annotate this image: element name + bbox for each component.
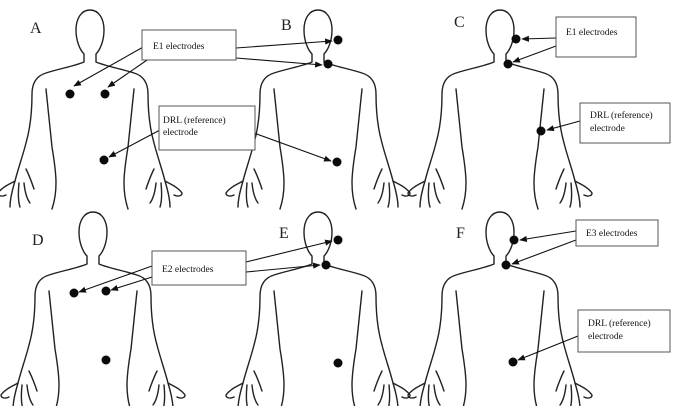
- panel-label-b: B: [281, 17, 292, 34]
- panel-label-e: E: [279, 225, 289, 242]
- callout-drl-c-line1: DRL (reference): [590, 110, 653, 121]
- arrow-e1-to-a-left: [74, 46, 145, 86]
- callout-drl-f-line1: DRL (reference): [588, 318, 651, 329]
- arrow-e1c-lower: [513, 46, 556, 62]
- arrow-e3-lower: [512, 240, 576, 264]
- arrow-e1-to-a-right: [108, 58, 150, 87]
- arrow-e1-to-b-upper: [236, 41, 332, 48]
- panel-label-f: F: [456, 225, 465, 242]
- arrow-e1-to-b-lower: [236, 58, 322, 65]
- callout-e1-c-text: E1 electrodes: [566, 28, 618, 38]
- electrode-a-right-chest: [101, 90, 110, 99]
- arrow-drl-to-b: [254, 133, 331, 161]
- callout-drl-c-line2: electrode: [590, 124, 625, 134]
- arrow-e2-to-e-upper: [246, 241, 332, 262]
- electrode-f-neck-upper: [510, 236, 519, 245]
- electrode-a-left-chest: [66, 90, 75, 99]
- electrode-c-drl: [537, 127, 546, 136]
- electrode-d-drl: [102, 356, 111, 365]
- panel-label-c: C: [454, 14, 465, 31]
- callout-e3: E3 electrodes: [576, 220, 658, 246]
- electrode-a-drl: [100, 156, 109, 165]
- electrode-b-drl: [333, 158, 342, 167]
- electrode-e-drl: [334, 359, 343, 368]
- panel-label-a: A: [30, 20, 42, 37]
- panel-label-d: D: [32, 232, 44, 249]
- electrode-e-neck-lower: [322, 261, 331, 270]
- callout-e1-top: E1 electrodes: [142, 30, 236, 60]
- callout-drl-a-line2: electrode: [163, 128, 198, 138]
- callout-e3-text: E3 electrodes: [586, 229, 638, 239]
- electrode-d-right-shoulder: [102, 287, 111, 296]
- arrow-drl-c: [547, 121, 580, 130]
- electrode-d-left-shoulder: [70, 289, 79, 298]
- callout-e2: E2 electrodes: [152, 251, 246, 285]
- electrode-f-neck-lower: [502, 261, 511, 270]
- callout-e1-c: E1 electrodes: [556, 17, 636, 57]
- figure-e: [226, 212, 410, 406]
- electrode-b-neck-lower: [324, 60, 333, 69]
- figure-d: [1, 212, 185, 406]
- callout-drl-f: DRL (reference) electrode: [578, 310, 670, 352]
- figure-f: [408, 212, 592, 406]
- callout-drl-f-line2: electrode: [588, 332, 623, 342]
- arrow-e2-to-e-lower: [246, 265, 320, 272]
- electrode-c-neck-upper: [512, 35, 521, 44]
- callout-e2-text: E2 electrodes: [162, 265, 214, 275]
- callout-drl-a: DRL (reference) electrode: [159, 106, 255, 150]
- electrode-f-drl: [509, 358, 518, 367]
- callout-e1-top-text: E1 electrodes: [153, 42, 205, 52]
- arrow-e1c-upper: [522, 38, 556, 39]
- arrow-e3-upper: [520, 231, 576, 240]
- arrow-drl-f: [518, 336, 578, 360]
- arrow-drl-to-a: [109, 130, 160, 157]
- callout-drl-c: DRL (reference) electrode: [580, 103, 670, 143]
- electrode-e-neck-upper: [334, 236, 343, 245]
- callout-drl-a-line1: DRL (reference): [163, 115, 226, 126]
- electrode-b-neck-upper: [334, 36, 343, 45]
- electrode-c-neck-lower: [504, 60, 513, 69]
